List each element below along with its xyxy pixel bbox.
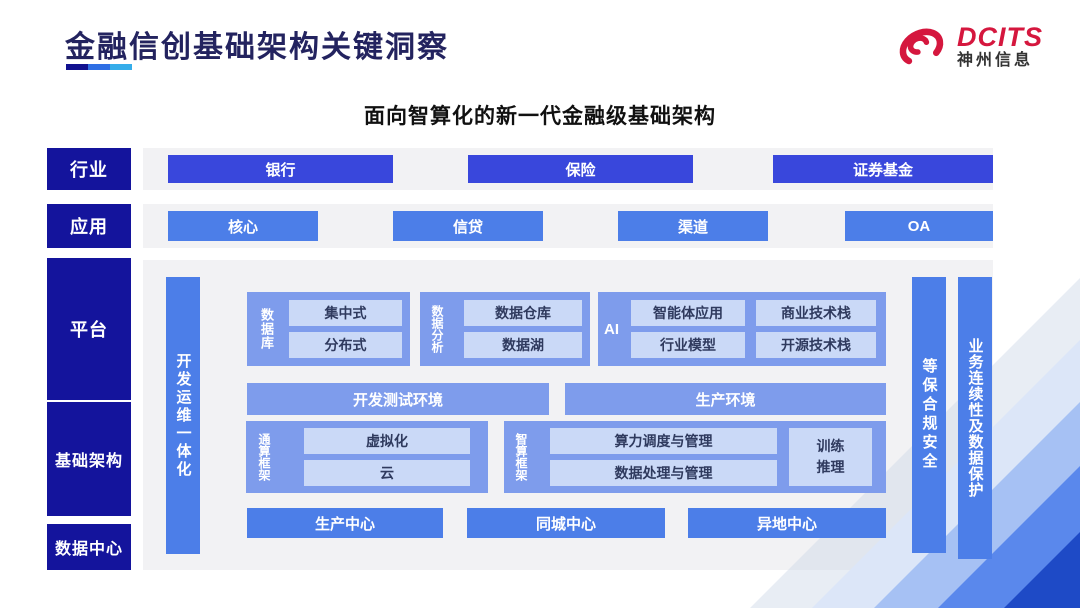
business-continuity-bar: 业务连续性及数据保护 (958, 277, 992, 559)
security-compliance-bar: 等保合规安全 (912, 277, 946, 553)
industry-box-bank: 银行 (168, 155, 393, 183)
underline-segment (110, 64, 132, 70)
env-dev-test: 开发测试环境 (247, 383, 549, 415)
sidebar-label-industry: 行业 (47, 148, 131, 190)
page-title: 金融信创基础架构关键洞察 (65, 31, 449, 64)
analytics-item-lake: 数据湖 (464, 332, 582, 358)
general-framework-label: 通算框架 (257, 433, 271, 481)
sidebar-label-datacenter: 数据中心 (47, 524, 131, 570)
company-logo: DCITS 神州信息 (893, 16, 1043, 77)
datacenter-box-remote: 异地中心 (688, 508, 886, 538)
database-group: 数据库 集中式 分布式 (247, 292, 410, 366)
diagram-subtitle: 面向智算化的新一代金融级基础架构 (364, 105, 716, 128)
ai-group-label: AI (604, 320, 619, 338)
analytics-group: 数据分析 数据仓库 数据湖 (420, 292, 590, 366)
underline-segment (66, 64, 88, 70)
ai-item-opensource-stack: 开源技术栈 (756, 332, 876, 358)
analytics-item-warehouse: 数据仓库 (464, 300, 582, 326)
corner-stripe (1004, 532, 1080, 608)
logo-company: 神州信息 (957, 52, 1034, 70)
industry-box-insurance: 保险 (468, 155, 693, 183)
underline-segment (88, 64, 110, 70)
title-underline (66, 64, 132, 70)
intelligent-framework-label: 智算框架 (514, 433, 528, 481)
intelligent-framework-group: 智算框架 算力调度与管理 数据处理与管理 训练 推理 (504, 421, 886, 493)
ai-item-industry-model: 行业模型 (631, 332, 745, 358)
framework-item-training-inference: 训练 推理 (789, 428, 872, 486)
dcits-swirl-icon (893, 16, 949, 77)
application-box-oa: OA (845, 211, 993, 241)
logo-brand: DCITS (957, 21, 1043, 52)
datacenter-box-production: 生产中心 (247, 508, 443, 538)
framework-item-data-processing: 数据处理与管理 (550, 460, 777, 486)
application-box-core: 核心 (168, 211, 318, 241)
database-group-label: 数据库 (259, 308, 274, 350)
framework-item-cloud: 云 (304, 460, 470, 486)
ai-item-commercial-stack: 商业技术栈 (756, 300, 876, 326)
application-box-channel: 渠道 (618, 211, 768, 241)
sidebar-label-infrastructure: 基础架构 (47, 402, 131, 516)
ai-group: AI 智能体应用 商业技术栈 行业模型 开源技术栈 (598, 292, 886, 366)
env-production: 生产环境 (565, 383, 886, 415)
sidebar-label-application: 应用 (47, 204, 131, 248)
devops-bar: 开发运维一体化 (166, 277, 200, 554)
database-item-centralized: 集中式 (289, 300, 402, 326)
framework-item-compute-scheduling: 算力调度与管理 (550, 428, 777, 454)
application-box-credit: 信贷 (393, 211, 543, 241)
framework-item-virtualization: 虚拟化 (304, 428, 470, 454)
analytics-group-label: 数据分析 (430, 305, 444, 353)
database-item-distributed: 分布式 (289, 332, 402, 358)
ai-item-agent-app: 智能体应用 (631, 300, 745, 326)
industry-box-securities: 证券基金 (773, 155, 993, 183)
general-framework-group: 通算框架 虚拟化 云 (246, 421, 488, 493)
sidebar-label-platform: 平台 (47, 258, 131, 400)
logo-text: DCITS 神州信息 (957, 23, 1043, 70)
datacenter-box-samecity: 同城中心 (467, 508, 665, 538)
